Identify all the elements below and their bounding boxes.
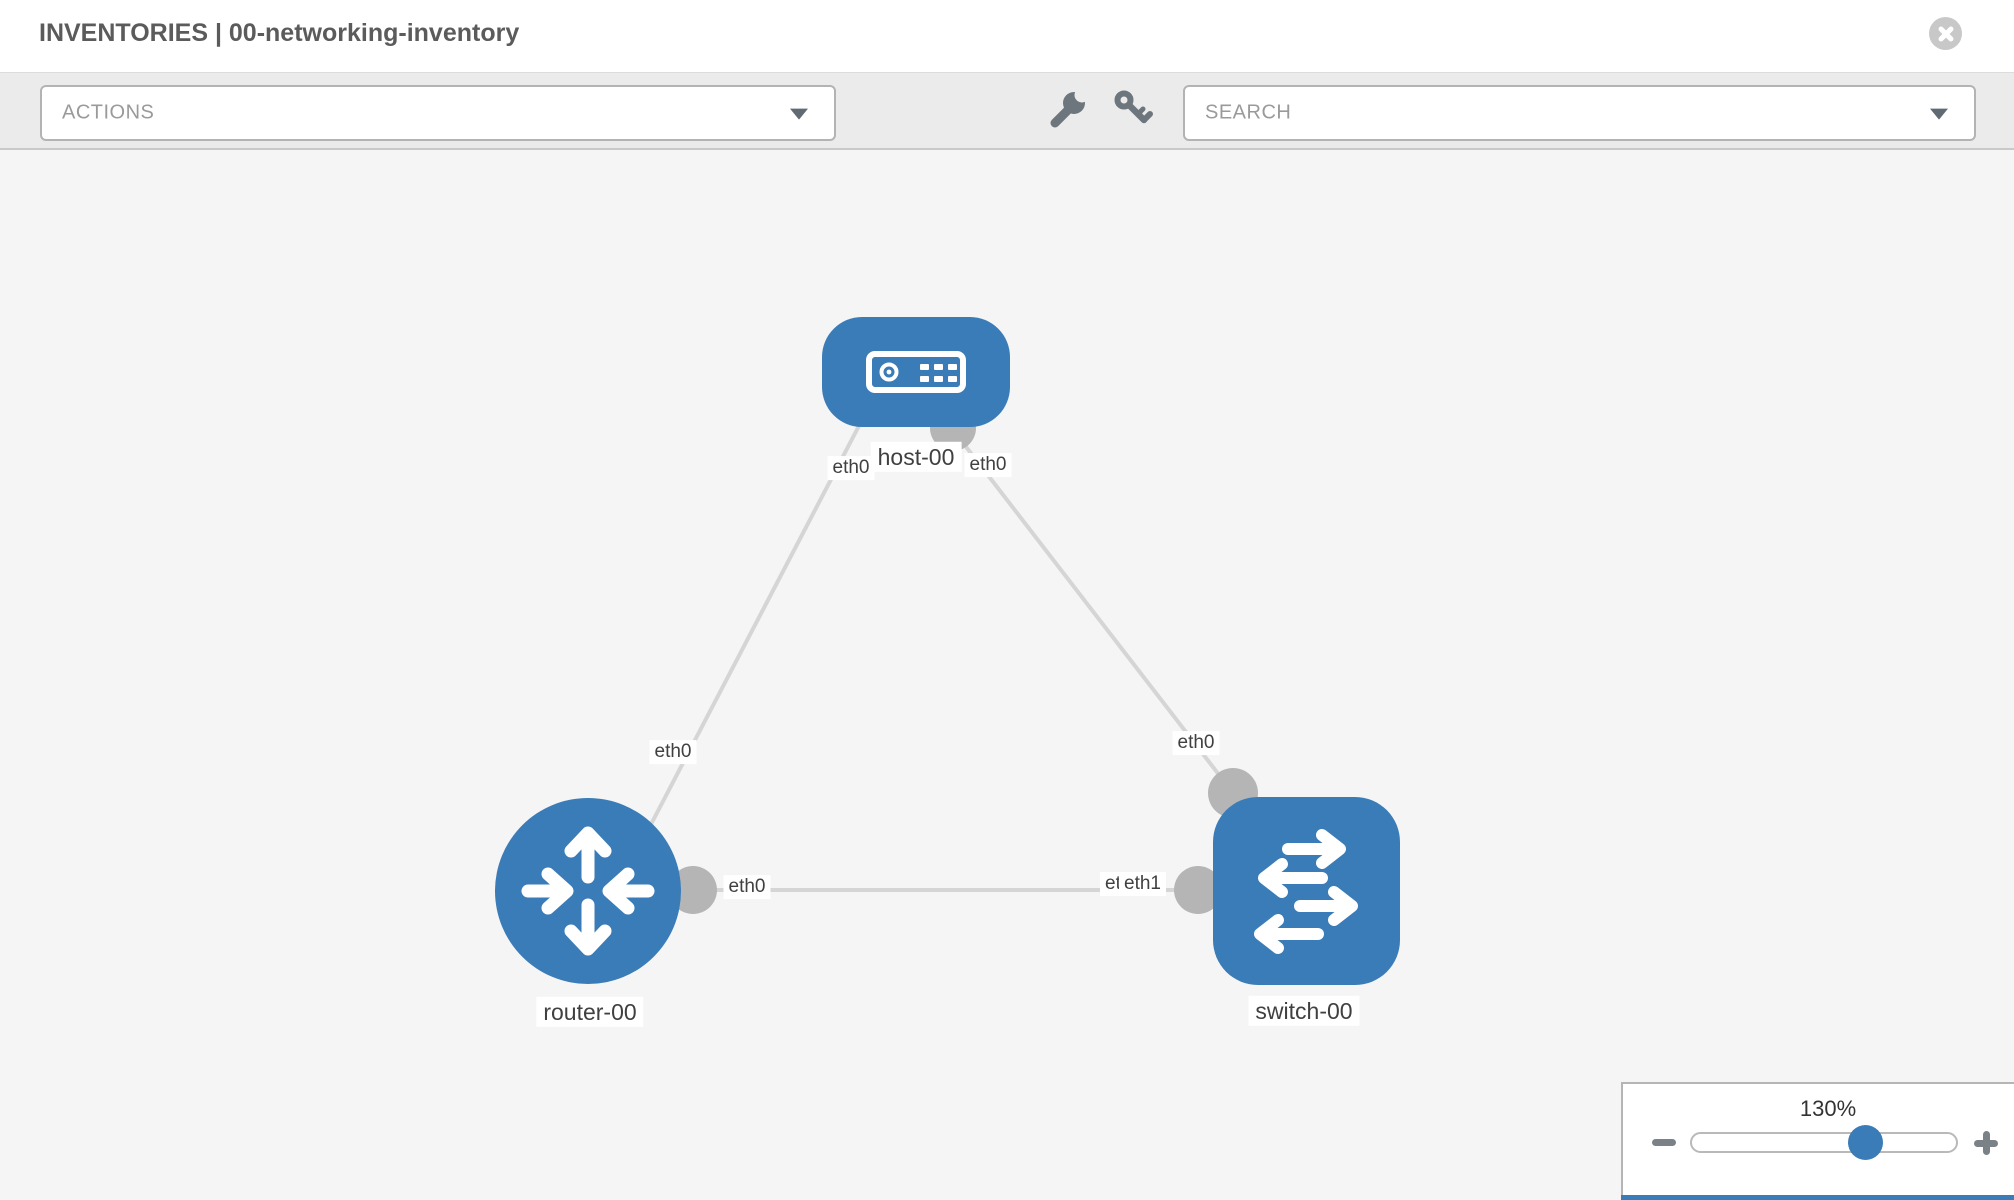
iface-label-host-eth0-right: eth0: [964, 453, 1012, 477]
link-host-router[interactable]: [645, 419, 864, 833]
plus-icon: [1982, 1131, 1990, 1155]
toolbar: ACTIONS SEARCH: [0, 73, 2014, 150]
port-switch-eth1[interactable]: [1174, 866, 1222, 914]
minus-icon: [1652, 1139, 1676, 1146]
search-dropdown[interactable]: SEARCH: [1183, 85, 1976, 141]
iface-label-router-eth0-top: eth0: [649, 740, 697, 764]
actions-dropdown-label: ACTIONS: [62, 101, 155, 124]
wrench-icon[interactable]: [1046, 87, 1090, 136]
close-icon[interactable]: [1929, 17, 1962, 50]
caret-down-icon: [1930, 108, 1948, 120]
node-label-host: host-00: [870, 441, 962, 473]
header-bar: INVENTORIES | 00-networking-inventory: [0, 0, 2014, 73]
port-router-eth0[interactable]: [669, 866, 717, 914]
iface-label-switch-eth1: eth1: [1119, 872, 1166, 896]
bottom-accent-strip: [1621, 1195, 2014, 1200]
caret-down-icon: [790, 108, 808, 120]
router-icon: [521, 826, 655, 956]
node-router[interactable]: [495, 798, 681, 984]
iface-label-host-eth0-left: eth0: [827, 456, 875, 480]
iface-label-router-eth0-right: eth0: [723, 875, 771, 899]
iface-label-switch-eth0-top: eth0: [1172, 731, 1220, 755]
key-icon[interactable]: [1112, 89, 1156, 136]
node-switch[interactable]: [1213, 797, 1400, 985]
switch-icon: [1254, 829, 1358, 954]
zoom-out-button[interactable]: [1650, 1132, 1680, 1154]
actions-dropdown[interactable]: ACTIONS: [40, 85, 836, 141]
search-dropdown-label: SEARCH: [1205, 101, 1292, 124]
host-icon: [866, 351, 966, 393]
zoom-in-button[interactable]: [1971, 1128, 2001, 1158]
zoom-panel: 130%: [1621, 1082, 2014, 1200]
zoom-percent-value: 130%: [1799, 1096, 1857, 1121]
node-label-router: router-00: [536, 996, 644, 1028]
node-label-switch: switch-00: [1248, 995, 1360, 1027]
zoom-slider-track[interactable]: [1690, 1125, 1958, 1160]
zoom-slider-handle[interactable]: [1848, 1125, 1883, 1160]
node-host[interactable]: [822, 317, 1010, 427]
page-title: INVENTORIES | 00-networking-inventory: [39, 19, 520, 47]
